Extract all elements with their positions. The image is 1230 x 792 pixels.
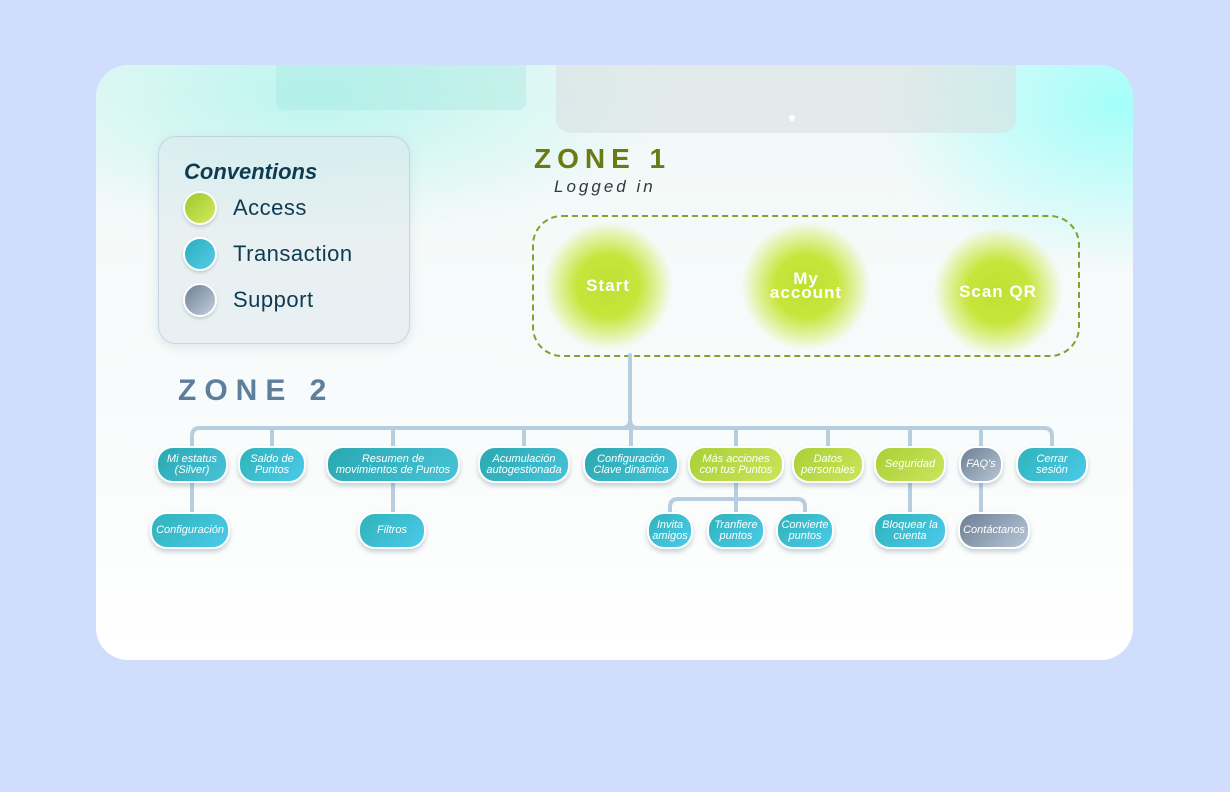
access-color-dot <box>183 191 217 225</box>
zone1-title: ZONE 1 <box>534 143 672 174</box>
legend-label-access: Access <box>233 195 307 220</box>
transaction-color-dot <box>183 237 217 271</box>
legend-item-support: Support <box>183 283 314 317</box>
node-acumulacion-autogestionada[interactable]: Acumulación autogestionada <box>478 446 570 483</box>
monitor-power-dot <box>789 115 795 121</box>
zone1-subtitle: Logged in <box>554 177 656 196</box>
legend-item-transaction: Transaction <box>183 237 353 271</box>
root-junction <box>621 419 639 430</box>
node-bloquear-la-cuenta[interactable]: Bloquear la cuenta <box>873 512 947 549</box>
zone1-start-label: Start <box>586 276 630 295</box>
node-cerrar-sesion[interactable]: Cerrar sesión <box>1016 446 1088 483</box>
legend-title: Conventions <box>184 159 318 184</box>
node-faq-s[interactable]: FAQ's <box>959 446 1003 483</box>
node-mas-acciones-con-tus-puntos[interactable]: Más acciones con tus Puntos <box>688 446 784 483</box>
zone2-connector-lines <box>190 353 1054 514</box>
node-saldo-de-puntos[interactable]: Saldo de Puntos <box>238 446 306 483</box>
node-tranfiere-puntos[interactable]: Tranfiere puntos <box>707 512 765 549</box>
support-color-dot <box>183 283 217 317</box>
zone1-logged-in-group <box>532 215 1080 357</box>
node-mi-estatus-silver[interactable]: Mi estatus (Silver) <box>156 446 228 483</box>
node-convierte-puntos[interactable]: Convierte puntos <box>776 512 834 549</box>
node-contactanos[interactable]: Contáctanos <box>958 512 1030 549</box>
zone1-start[interactable]: Start <box>543 221 673 351</box>
zone2-title: ZONE 2 <box>178 374 335 407</box>
node-seguridad[interactable]: Seguridad <box>874 446 946 483</box>
sitemap-card: Conventions Access Transaction Support Z… <box>96 65 1133 660</box>
zone2-bus-connector <box>190 426 1054 446</box>
background-screen <box>276 65 526 110</box>
node-filtros[interactable]: Filtros <box>358 512 426 549</box>
legend-item-access: Access <box>183 191 307 225</box>
node-datos-personales[interactable]: Datos personales <box>792 446 864 483</box>
node-invita-amigos[interactable]: Invita amigos <box>647 512 693 549</box>
legend-label-support: Support <box>233 287 314 312</box>
conventions-legend: Conventions Access Transaction Support <box>158 136 410 344</box>
legend-label-transaction: Transaction <box>233 241 353 266</box>
node-configuracion-clave-dinamica[interactable]: Configuración Clave dinámica <box>583 446 679 483</box>
zone1-my-account[interactable]: My account <box>741 221 871 351</box>
background-monitor <box>556 65 1016 133</box>
zone1-my-account-label: My account <box>769 269 843 302</box>
node-resumen-de-movimientos-de-puntos[interactable]: Resumen de movimientos de Puntos <box>326 446 460 483</box>
zone1-scan-qr[interactable]: Scan QR <box>933 227 1063 357</box>
node-configuracion[interactable]: Configuración <box>150 512 230 549</box>
zone1-scan-qr-label: Scan QR <box>959 282 1037 301</box>
